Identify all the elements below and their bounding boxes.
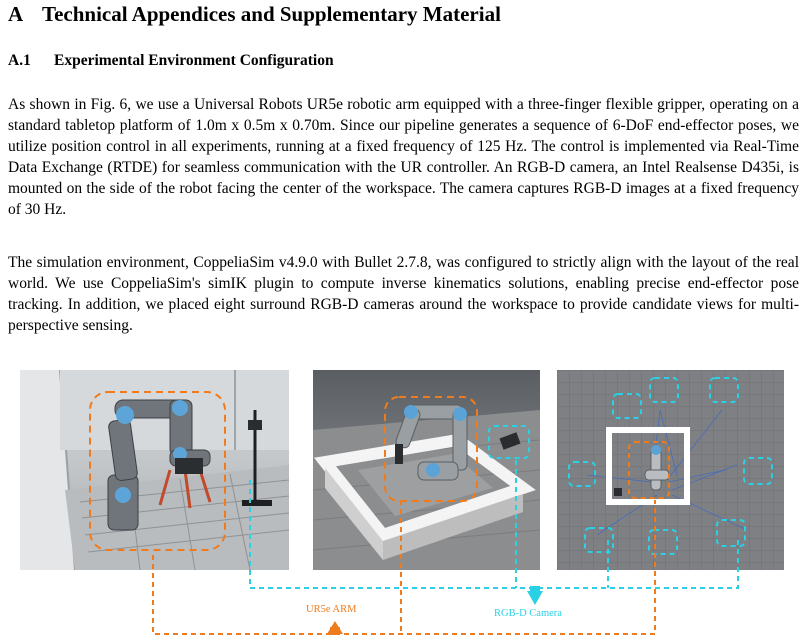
simulation-topdown-image <box>557 370 784 570</box>
paragraph-hardware: As shown in Fig. 6, we use a Universal R… <box>8 96 799 218</box>
subsection-title: A.1 Experimental Environment Configuratio… <box>8 52 334 70</box>
paragraph-simulation: The simulation environment, CoppeliaSim … <box>8 254 799 334</box>
real-robot-photo <box>20 370 289 570</box>
camera-label: RGB-D Camera <box>494 608 562 619</box>
arm-label: UR5e ARM <box>306 604 357 615</box>
section-number: A <box>8 2 24 26</box>
section-title-text: Technical Appendices and Supplementary M… <box>42 2 501 26</box>
section-title: A Technical Appendices and Supplementary … <box>8 2 501 27</box>
simulation-perspective-illustration <box>313 396 540 570</box>
arm-connector <box>152 500 656 635</box>
camera-arrow-icon <box>527 591 543 605</box>
subsection-number: A.1 <box>8 52 31 69</box>
real-robot-illustration <box>20 370 289 570</box>
simulation-perspective-image <box>313 370 540 570</box>
simulation-topdown-illustration <box>557 370 784 570</box>
camera-connector <box>249 460 739 589</box>
subsection-title-text: Experimental Environment Configuration <box>54 52 334 69</box>
